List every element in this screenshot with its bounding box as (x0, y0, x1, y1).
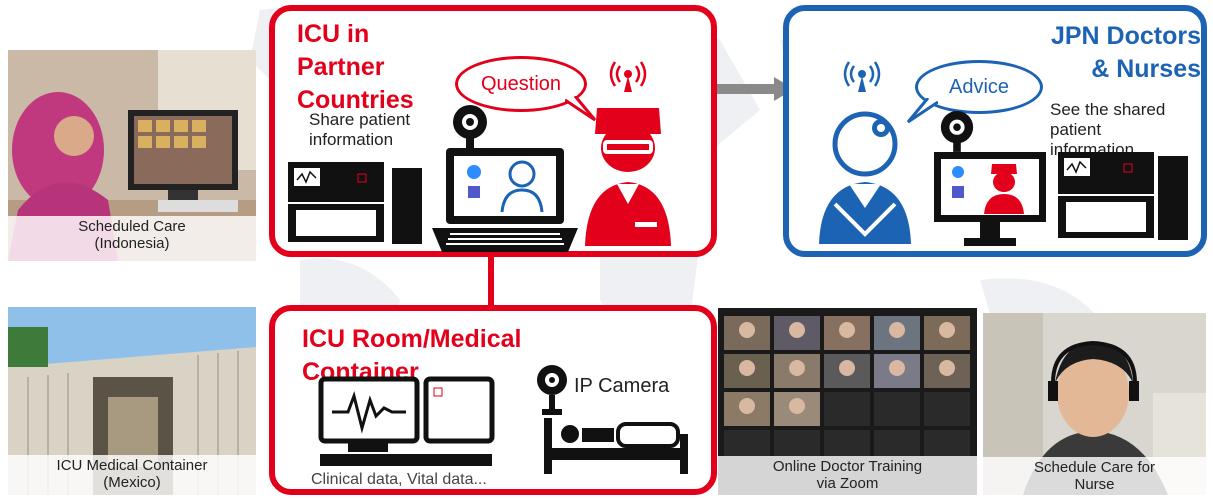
photo-schedule-nurse: Schedule Care for Nurse (983, 313, 1206, 495)
bidirectional-arrow-icon (678, 77, 794, 101)
connector-line (488, 254, 494, 310)
ip-camera-icon (537, 365, 567, 415)
icu-container-caption: ICU Medical Container (Mexico) (8, 455, 256, 495)
wireless-signal-icon (609, 61, 647, 92)
photo-icu-container: ICU Medical Container (Mexico) (8, 307, 256, 495)
question-bubble: Question (455, 56, 587, 112)
vital-monitor-icon (1058, 152, 1188, 240)
room-monitor-icon (318, 376, 495, 466)
laptop-icon (432, 148, 578, 252)
vital-monitor-icon (288, 162, 422, 244)
advice-bubble-text: Advice (948, 75, 1010, 98)
share-patient-text: Share patient information (309, 110, 411, 149)
schedule-nurse-caption: Schedule Care for Nurse (983, 457, 1206, 495)
scheduled-care-caption: Scheduled Care (Indonesia) (8, 216, 256, 261)
monitor-icon (934, 152, 1046, 246)
question-bubble-tail (565, 96, 597, 122)
bed-icon (544, 418, 688, 474)
nurse-icon (585, 108, 671, 246)
photo-scheduled-care: Scheduled Care (Indonesia) (8, 50, 256, 261)
advice-bubble-tail (906, 98, 938, 124)
jpn-doctors-title: JPN Doctors & Nurses (1050, 22, 1201, 83)
ip-camera-label: IP Camera (574, 375, 670, 397)
doctor-icon (819, 111, 911, 244)
see-shared-text: See the shared patient information (1050, 100, 1166, 159)
clinical-data-label: Clinical data, Vital data... (311, 471, 487, 488)
webcam-icon (940, 111, 974, 152)
question-bubble-text: Question (480, 72, 562, 95)
webcam-icon (453, 105, 487, 148)
advice-bubble: Advice (915, 60, 1043, 114)
online-training-caption: Online Doctor Training via Zoom (718, 456, 977, 495)
photo-online-training: Online Doctor Training via Zoom (718, 308, 977, 495)
partner-countries-title: ICU in Partner Countries (297, 20, 414, 114)
wireless-signal-icon (843, 61, 881, 92)
